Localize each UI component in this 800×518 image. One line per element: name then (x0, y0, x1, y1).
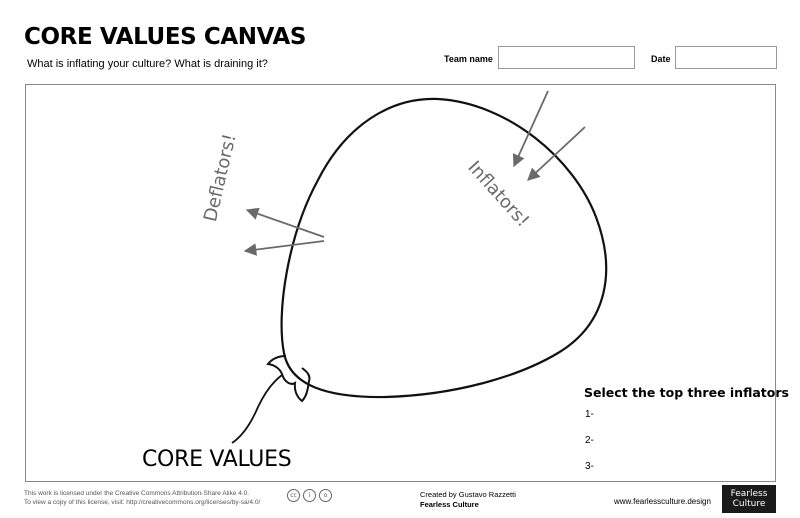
cc-license-icons: cc i o (287, 489, 332, 502)
page-title: CORE VALUES CANVAS (24, 24, 307, 50)
inflator-slot-2: 2- (585, 435, 594, 446)
logo-line-2: Culture (732, 499, 766, 509)
fearless-culture-logo: Fearless Culture (722, 485, 776, 513)
balloon-knot (266, 355, 311, 403)
deflator-arrow-1 (245, 207, 325, 238)
page-subtitle: What is inflating your culture? What is … (27, 58, 268, 70)
cc-icon: cc (287, 489, 300, 502)
top-inflators-title: Select the top three inflators (584, 385, 789, 400)
inflator-arrow-1 (512, 90, 549, 168)
share-alike-icon: o (319, 489, 332, 502)
license-line-2: To view a copy of this license, visit: h… (24, 498, 261, 506)
team-name-label: Team name (444, 54, 493, 64)
balloon-string (231, 374, 283, 444)
license-text: This work is licensed under the Creative… (24, 490, 260, 507)
inflator-slot-1: 1- (585, 409, 594, 420)
balloon-drawing (231, 90, 608, 444)
team-name-input[interactable] (498, 46, 635, 69)
website-link[interactable]: www.fearlessculture.design (614, 497, 711, 506)
company-name: Fearless Culture (420, 499, 479, 509)
deflator-arrow-2 (243, 240, 325, 256)
date-input[interactable] (675, 46, 777, 69)
canvas-area: Deflators! Inflators! CORE VALUES Select… (25, 84, 789, 482)
date-label: Date (651, 54, 671, 64)
created-by: Created by Gustavo Razzetti (420, 490, 516, 499)
license-line-1: This work is licensed under the Creative… (24, 490, 250, 497)
balloon-shape (280, 97, 608, 399)
inflator-arrow-2 (527, 126, 586, 181)
attribution-icon: i (303, 489, 316, 502)
logo-line-1: Fearless (730, 489, 768, 499)
core-values-label: CORE VALUES (142, 447, 292, 472)
credit-block: Created by Gustavo Razzetti Fearless Cul… (420, 490, 516, 509)
inflator-slot-3: 3- (585, 461, 594, 472)
